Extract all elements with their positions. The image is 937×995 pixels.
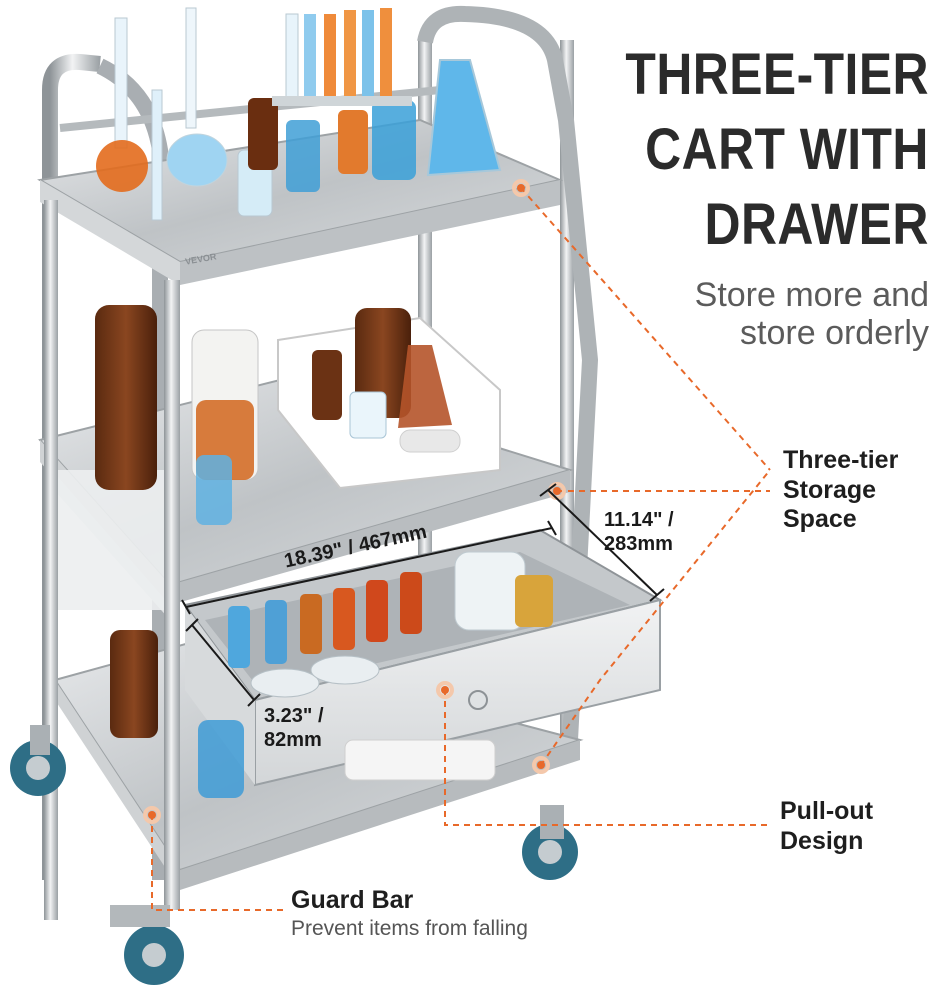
guard-bar-subtitle: Prevent items from falling [291, 917, 528, 940]
dimension-depth-line-1: 11.14" / [604, 509, 674, 531]
cart-illustration [10, 5, 663, 985]
dimension-depth-line-2: 283mm [604, 533, 673, 555]
storage-label-line-2: Storage [783, 475, 877, 504]
storage-label: Three-tier Storage Space [783, 446, 898, 535]
headline-line-2: CART WITH [645, 117, 929, 182]
pullout-label-line-1: Pull-out [780, 797, 874, 825]
dimension-height-line-2: 82mm [264, 729, 322, 751]
dimension-depth-label: 11.14" / 283mm [604, 508, 674, 556]
storage-label-line-1: Three-tier [783, 446, 899, 474]
storage-label-line-3: Space [783, 505, 857, 533]
tagline-line-2: store orderly [740, 314, 929, 352]
pullout-label-line-2: Design [780, 826, 864, 855]
tagline-line-1: Store more and [694, 276, 929, 314]
pullout-label: Pull-out Design [780, 797, 873, 856]
guard-bar-title: Guard Bar [291, 886, 414, 914]
dimension-lines [181, 483, 665, 707]
headline-line-1: THREE-TIER [625, 42, 929, 107]
callout-lines [151, 187, 771, 911]
dimension-height-label: 3.23" / 82mm [264, 704, 324, 752]
headline-line-3: DRAWER [704, 192, 929, 257]
caster-wheels [10, 725, 578, 985]
dimension-height-line-1: 3.23" / [264, 705, 324, 727]
